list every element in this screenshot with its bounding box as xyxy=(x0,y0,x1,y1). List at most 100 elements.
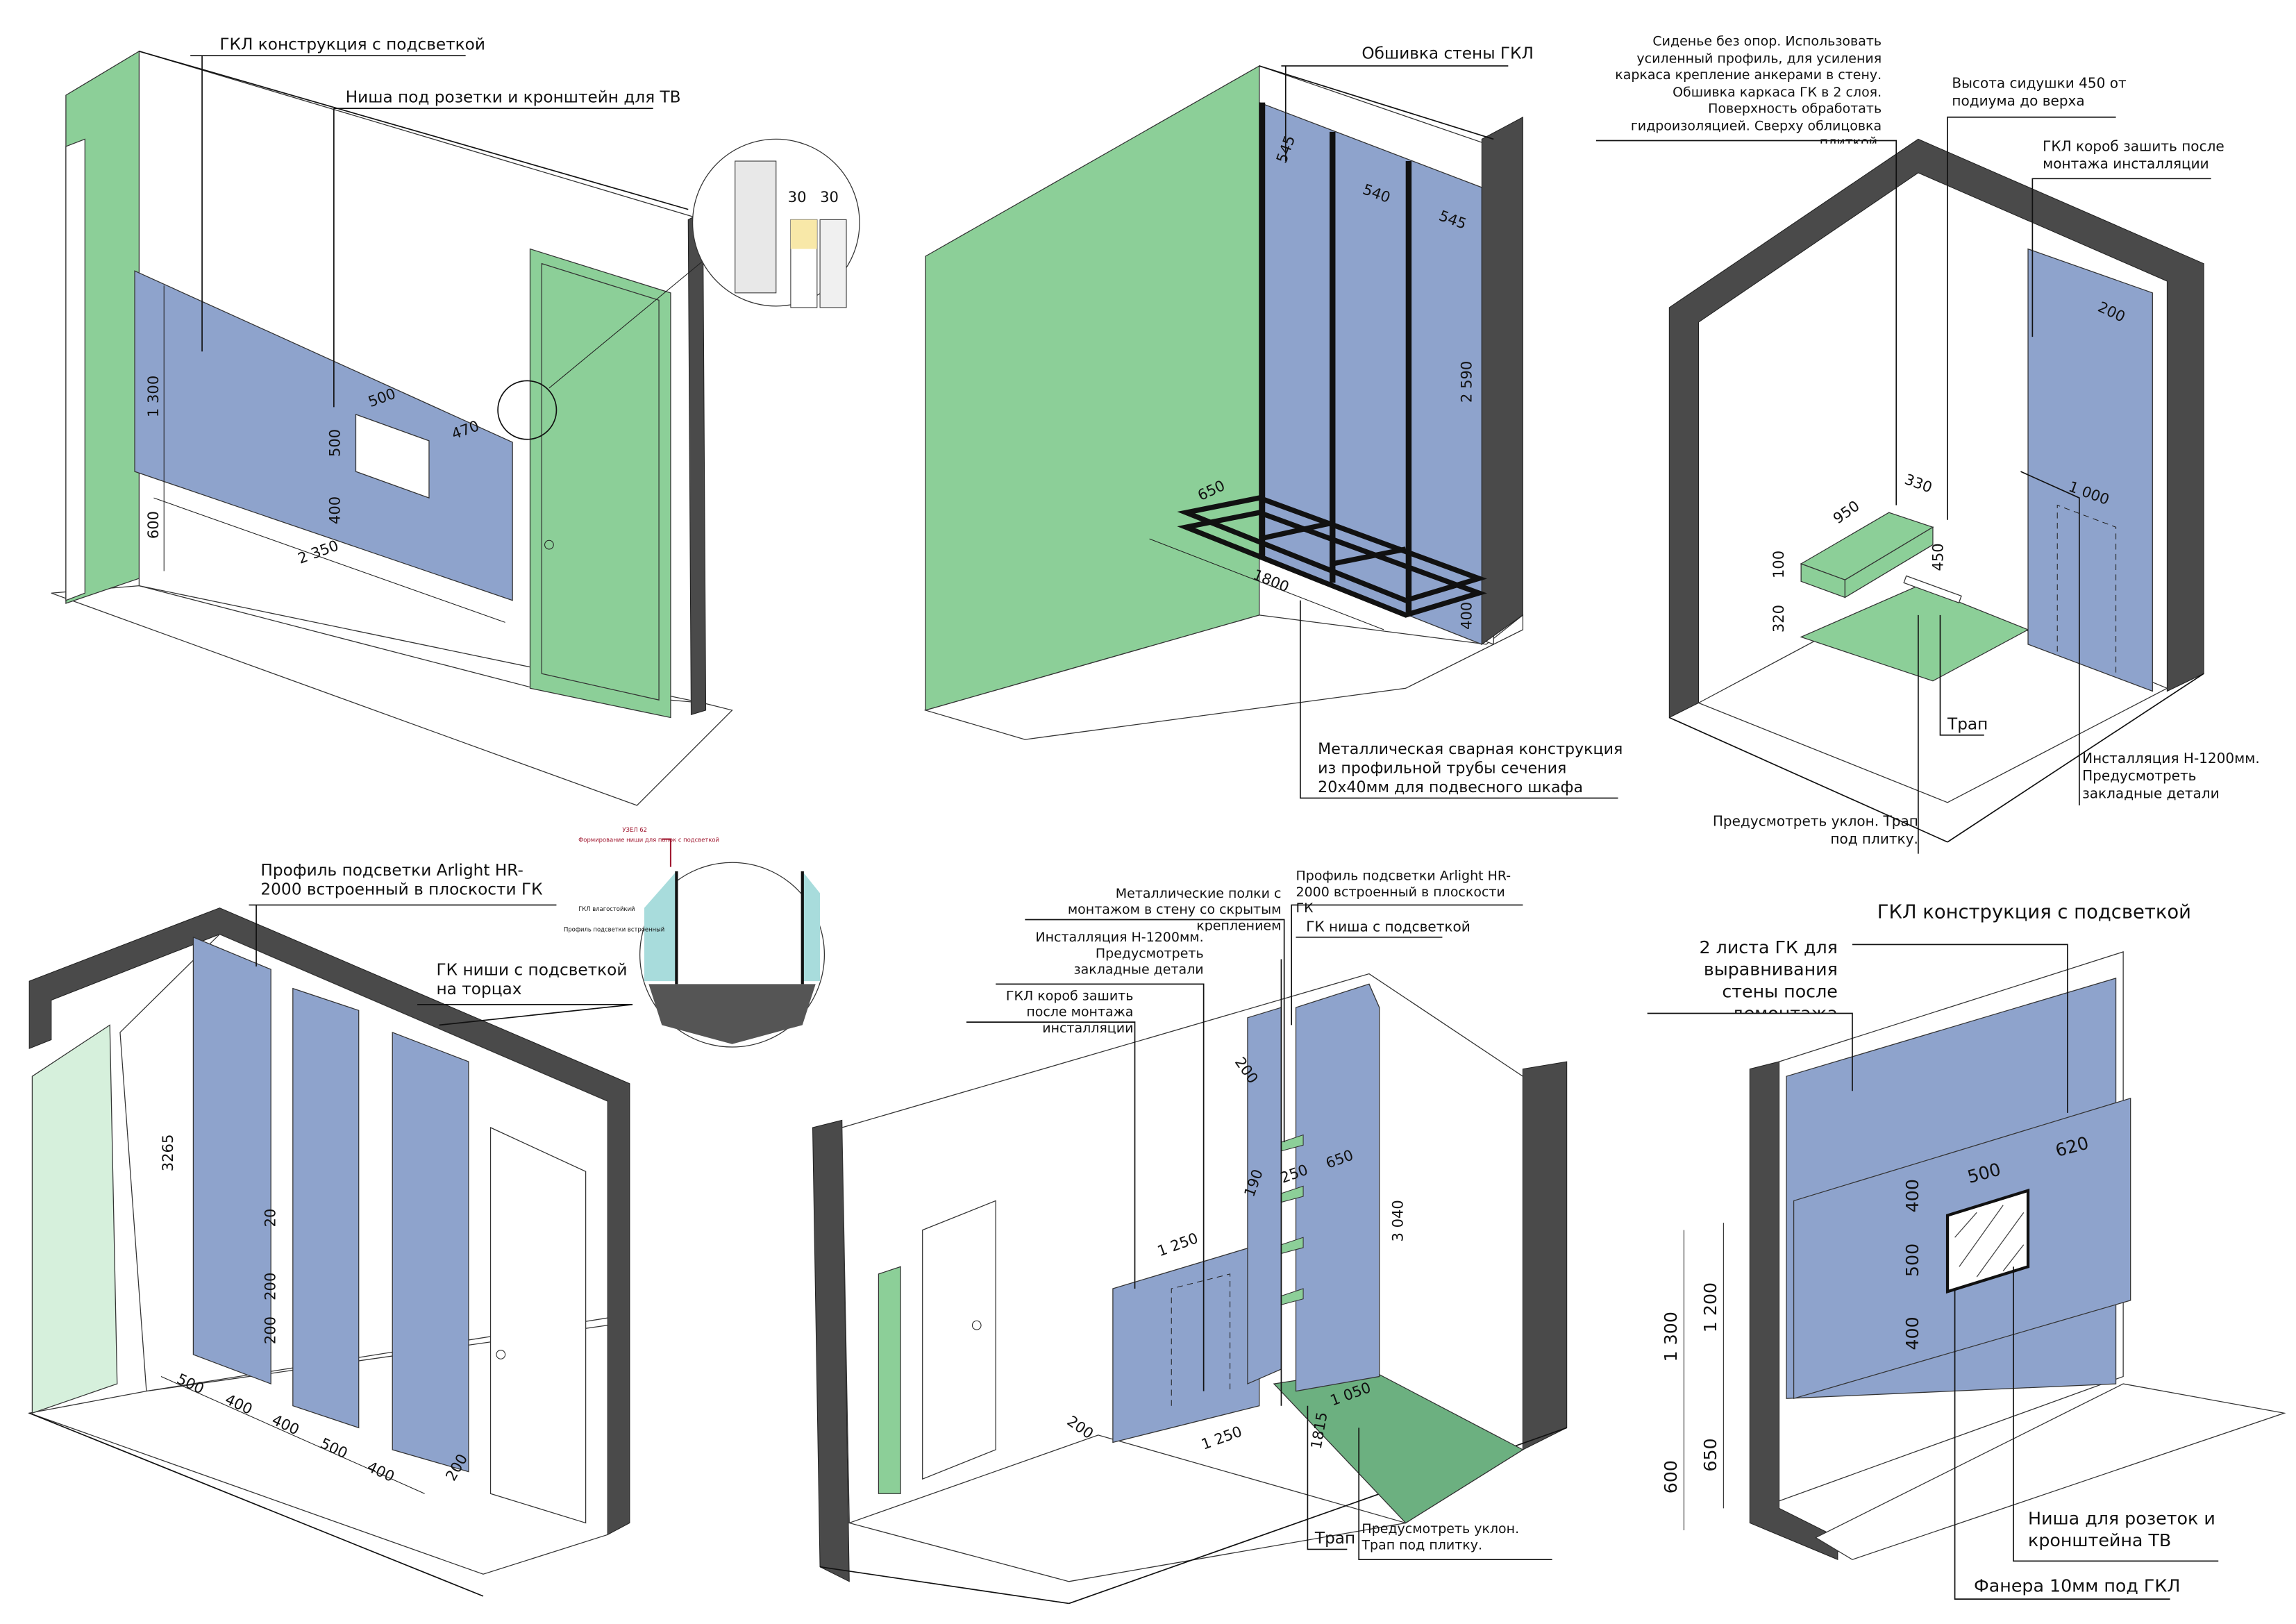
label-two-sheets: 2 листа ГК для выравнивания стены после … xyxy=(1699,937,1838,1014)
floor-edge xyxy=(1947,673,2204,843)
label-slope: Предусмотреть уклон. Трап под плитку. xyxy=(1712,814,1918,848)
leader-line xyxy=(2020,471,2080,806)
door-handle-icon xyxy=(544,539,554,550)
installation-box xyxy=(1112,1244,1260,1443)
svg-text:500: 500 xyxy=(1902,1244,1922,1277)
shelves xyxy=(1280,1134,1304,1305)
door-handle-icon xyxy=(496,1350,506,1359)
seat-side xyxy=(1844,526,1934,598)
leader-line xyxy=(1595,140,1897,505)
svg-text:100: 100 xyxy=(1770,551,1787,578)
label-seat-height: Высота сидушки 450 от подиума до верха xyxy=(1952,76,2127,110)
leader-line xyxy=(2031,178,2211,337)
label-slope: Предусмотреть уклон. Трап под плитку. xyxy=(1361,1523,1520,1554)
svg-text:200: 200 xyxy=(262,1316,279,1344)
label-installation-wrap: Инсталляция Н-1200мм. Предусмотреть закл… xyxy=(2082,751,2260,803)
svg-text:450: 450 xyxy=(1929,543,1947,571)
leader-line xyxy=(1025,919,1285,1143)
label-box: ГКЛ короб зашить после монтажа инсталляц… xyxy=(2043,139,2224,173)
niche-column xyxy=(1295,983,1380,1392)
dim-label: 600 xyxy=(144,511,162,539)
floor-edge xyxy=(28,1412,484,1597)
label-profile-wrap: Профиль подсветки Arlight HR-2000 встрое… xyxy=(260,861,542,899)
label-metal-frame-wrap: Металлическая сварная конструкция из про… xyxy=(1318,741,1623,797)
detail-gkl-label: ГКЛ влагостойкий xyxy=(578,905,635,912)
detail-callout-circle xyxy=(497,380,558,440)
label-drain: Трап xyxy=(1314,1529,1355,1548)
label-niche-ends: ГК ниши с подсветкой на торцах xyxy=(436,960,628,999)
svg-text:400: 400 xyxy=(1458,602,1475,630)
svg-text:330: 330 xyxy=(1902,470,1934,496)
leader-line xyxy=(1939,614,1984,736)
label-metal-frame: Металлическая сварная конструкция из про… xyxy=(1318,741,1623,797)
label-installation: Инсталляция Н-1200мм. Предусмотреть закл… xyxy=(2082,751,2260,803)
floor xyxy=(923,614,1524,740)
dim-label: 30 xyxy=(788,188,807,206)
niche-column xyxy=(392,1031,469,1473)
svg-text:2 590: 2 590 xyxy=(1458,361,1475,403)
wall-edge xyxy=(65,138,85,601)
door xyxy=(922,1200,996,1480)
dim-label: 500 xyxy=(326,429,343,457)
wall-section xyxy=(812,1119,850,1582)
svg-text:1 300: 1 300 xyxy=(1661,1312,1681,1362)
floor xyxy=(1814,1383,2286,1560)
svg-text:950: 950 xyxy=(1829,497,1862,528)
label-drain: Трап xyxy=(1947,714,1988,733)
door-leaf xyxy=(541,262,660,701)
side-wall-gkl xyxy=(925,65,1260,711)
leader-line xyxy=(1947,116,2116,520)
label-niche: Ниша для розеток и кронштейна ТВ xyxy=(2028,1508,2215,1551)
door-handle-icon xyxy=(971,1320,982,1330)
dim-label: 400 xyxy=(326,496,343,524)
wall-section xyxy=(687,211,707,715)
svg-text:3265: 3265 xyxy=(159,1135,176,1172)
label-niche: ГК ниша с подсветкой xyxy=(1306,918,1470,935)
label-niche: Ниша под розетки и кронштейн для ТВ xyxy=(346,88,681,107)
leader-line xyxy=(1358,1428,1552,1561)
detail-circle-light-profile: 30 30 xyxy=(692,138,860,308)
detail-circle-niche-node: УЗЕЛ 62 Формирование ниши для полок с по… xyxy=(564,826,826,1048)
floor-edge xyxy=(819,1566,1069,1605)
wall-section xyxy=(1481,116,1523,646)
label-slope-wrap: Предусмотреть уклон. Трап под плитку. xyxy=(1712,814,1918,848)
label-box-wrap: ГКЛ короб зашить после монтажа инсталляц… xyxy=(2043,139,2224,173)
panel-living-wall-tv-niche: 30 30 ГКЛ конструкция с подсветкой Ниша … xyxy=(51,35,860,806)
wall-section xyxy=(1668,138,2204,719)
dim-label: 30 xyxy=(820,188,839,206)
drain-icon xyxy=(1903,575,1962,604)
label-gkl-construction: ГКЛ конструкция с подсветкой xyxy=(219,35,485,54)
detail-profile-label: Профиль подсветки встроенный xyxy=(564,926,664,932)
wall-section xyxy=(1522,1061,1568,1450)
label-seat: Сиденье без опор. Использовать усиленный… xyxy=(1615,35,1882,144)
panel-wall-leveling-tv: ГКЛ конструкция с подсветкой 2 листа ГК … xyxy=(1647,901,2286,1600)
leader-line xyxy=(966,1021,1136,1289)
svg-text:650: 650 xyxy=(1700,1438,1720,1471)
ceiling-line xyxy=(1259,65,1494,140)
leader-line xyxy=(1852,944,2068,1113)
svg-text:3 040: 3 040 xyxy=(1389,1200,1406,1241)
label-niche-ends-wrap: ГК ниши с подсветкой на торцах xyxy=(436,960,628,999)
leader-line xyxy=(1307,1405,1348,1550)
niche-column xyxy=(192,936,271,1385)
svg-text:20: 20 xyxy=(262,1209,279,1228)
panel-hanging-cabinet-frame: Обшивка стены ГКЛ Металлическая сварная … xyxy=(923,44,1623,799)
dim-label: 1 300 xyxy=(144,376,162,417)
svg-text:200: 200 xyxy=(262,1273,279,1300)
leader-line xyxy=(1291,904,1523,1026)
leader-underline xyxy=(417,1003,633,1026)
leader-line xyxy=(1954,1288,2170,1600)
svg-text:1 200: 1 200 xyxy=(1700,1282,1720,1332)
niche-column xyxy=(292,987,360,1429)
installation-outline xyxy=(2056,504,2117,674)
label-profile: Профиль подсветки Arlight HR-2000 встрое… xyxy=(1296,869,1511,914)
plywood-hatch xyxy=(1954,1205,2025,1278)
label-seat-height-wrap: Высота сидушки 450 от подиума до верха xyxy=(1952,76,2127,110)
svg-text:400: 400 xyxy=(1902,1179,1922,1212)
door xyxy=(489,1127,587,1524)
svg-text:400: 400 xyxy=(1902,1316,1922,1350)
detail-title: УЗЕЛ 62 xyxy=(622,826,647,833)
floor-edge xyxy=(1668,717,1948,843)
tv-niche xyxy=(1945,1188,2030,1294)
leader-line xyxy=(1647,1012,1853,1091)
